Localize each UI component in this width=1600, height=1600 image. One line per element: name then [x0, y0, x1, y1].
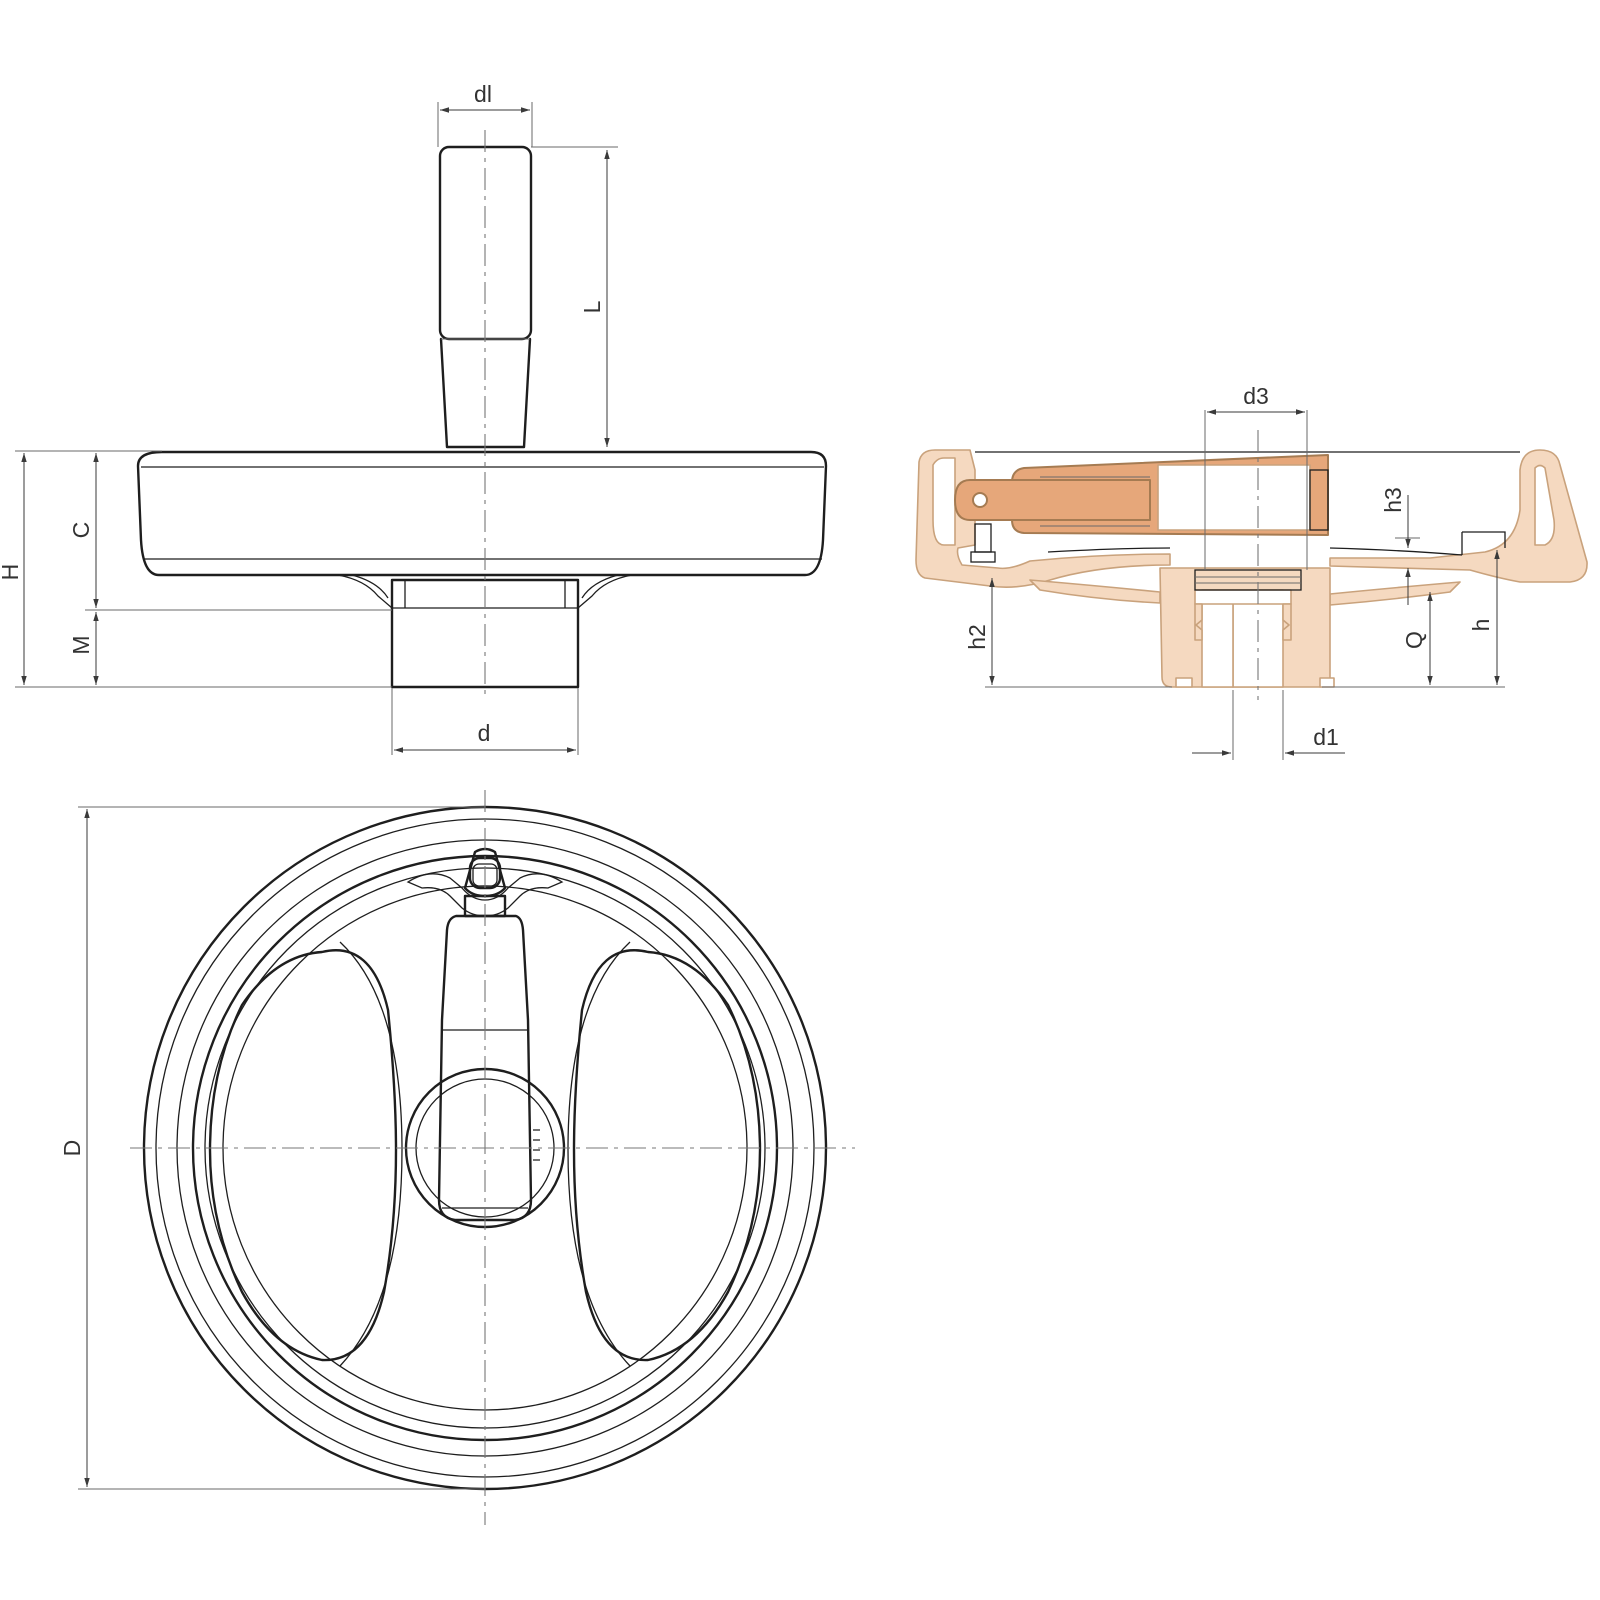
- front-elevation-view: [136, 130, 828, 700]
- section-view: [915, 430, 1588, 700]
- section-web: [1029, 579, 1161, 604]
- front-dimensions: dl L H C M d: [0, 81, 618, 755]
- dim-label-d: d: [478, 720, 491, 746]
- dim-label-C: C: [68, 522, 94, 539]
- dim-label-L: L: [579, 300, 605, 313]
- dim-label-d3: d3: [1243, 383, 1269, 409]
- dim-label-d1: d1: [1313, 724, 1339, 750]
- section-dimensions: d3 h3 h2 Q h d1: [964, 383, 1505, 760]
- dim-label-Q: Q: [1401, 631, 1427, 649]
- dim-label-h: h: [1468, 619, 1494, 632]
- section-rim-right: [1329, 449, 1588, 583]
- spoke-window-left: [208, 949, 398, 1362]
- dim-label-dl: dl: [474, 81, 492, 107]
- dim-label-H: H: [0, 564, 23, 581]
- dim-label-D: D: [59, 1140, 85, 1157]
- dim-label-h3: h3: [1380, 487, 1406, 513]
- wheel-rim-side: [136, 450, 828, 577]
- spoke-window-right: [572, 949, 762, 1362]
- dim-label-M: M: [68, 635, 94, 654]
- top-view: [130, 790, 855, 1525]
- top-dimensions: D: [59, 806, 485, 1490]
- dim-label-h2: h2: [964, 624, 990, 650]
